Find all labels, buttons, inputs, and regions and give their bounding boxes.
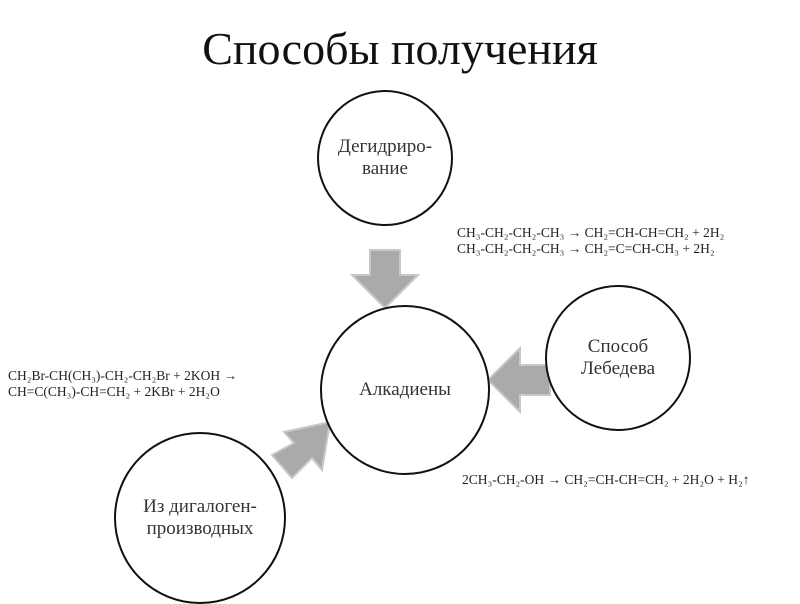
formula-lebedev: 2CH₃-CH₂-OH → CH₂=CH-CH=CH₂ + 2H₂O + H₂↑ (462, 472, 749, 488)
formula-line: CH₂Br-CH(CH₃)-CH₂-CH₂Br + 2KOH → (8, 368, 238, 383)
node-dehydrogenation-label: Дегидриро- вание (337, 136, 433, 179)
node-lebedev: Способ Лебедева (545, 285, 691, 431)
formula-dihalogen: CH₂Br-CH(CH₃)-CH₂-CH₂Br + 2KOH → CH=C(CH… (8, 368, 237, 400)
node-dihalogen: Из дигалоген- производных (114, 432, 286, 604)
formula-line: CH₃-CH₂-CH₂-CH₃ → CH₂=CH-CH=CH₂ + 2H₂ (457, 225, 725, 240)
formula-dehydrogenation: CH₃-CH₂-CH₂-CH₃ → CH₂=CH-CH=CH₂ + 2H₂ CH… (457, 225, 724, 257)
arrow-down-from-dehydrogenation (349, 249, 421, 310)
arrow-up-right-from-dihalogen (270, 420, 332, 480)
node-alkadienes-label: Алкадиены (359, 379, 451, 401)
formula-line: CH=C(CH₃)-CH=CH₂ + 2KBr + 2H₂O (8, 384, 220, 400)
formula-line: CH₃-CH₂-CH₂-CH₃ → CH₂=C=CH-CH₃ + 2H₂ (457, 241, 715, 257)
node-lebedev-label: Способ Лебедева (580, 336, 656, 379)
node-alkadienes: Алкадиены (320, 305, 490, 475)
slide-title: Способы получения (202, 23, 598, 74)
node-dehydrogenation: Дегидриро- вание (317, 90, 453, 226)
arrow-left-from-lebedev (486, 345, 551, 415)
node-dihalogen-label: Из дигалоген- производных (143, 496, 257, 539)
formula-line: 2CH₃-CH₂-OH → CH₂=CH-CH=CH₂ + 2H₂O + H₂↑ (462, 472, 750, 487)
